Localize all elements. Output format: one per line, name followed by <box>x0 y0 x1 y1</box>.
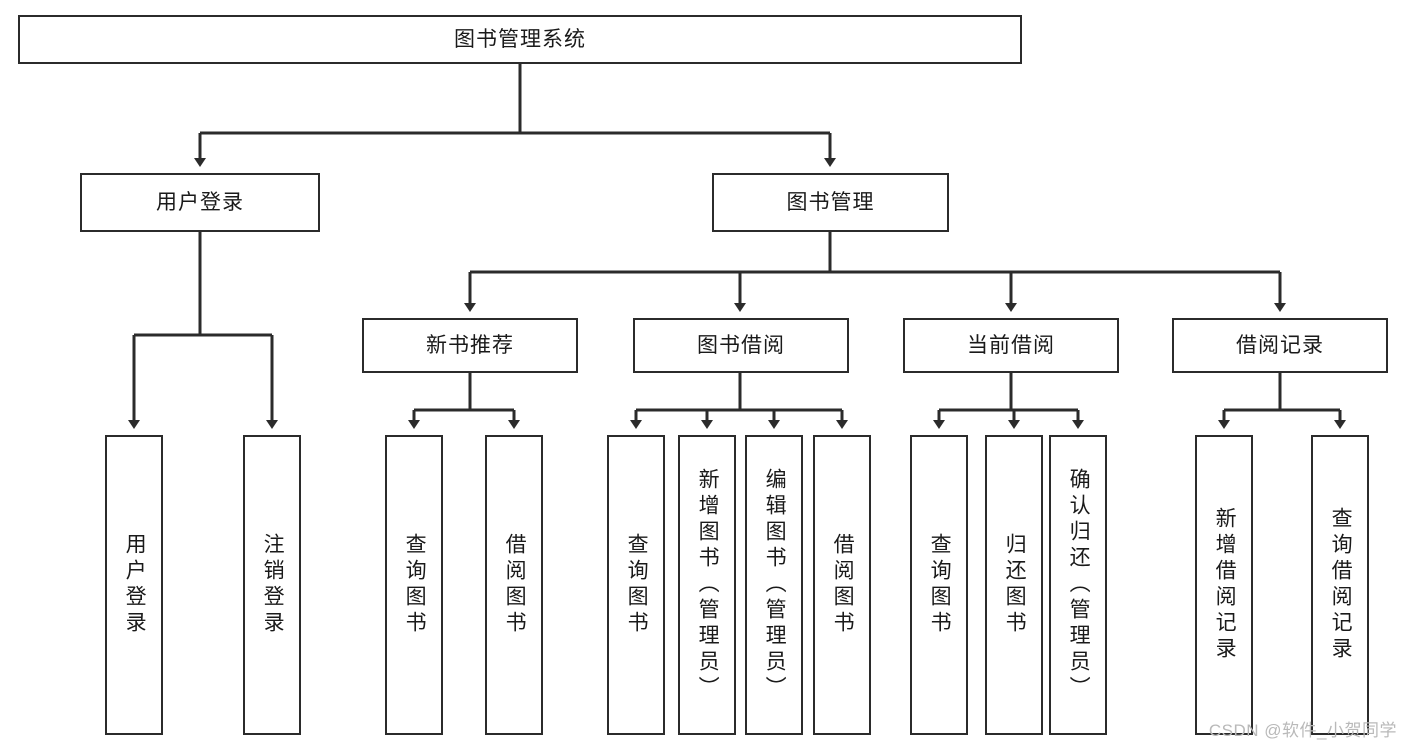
node-user-login-label: 用户登录 <box>156 190 244 214</box>
node-leaf-add-record[interactable]: 新增借阅记录 <box>1195 435 1253 735</box>
node-leaf-query-book-2[interactable]: 查询图书 <box>607 435 665 735</box>
node-root[interactable]: 图书管理系统 <box>18 15 1022 64</box>
node-leaf-query-book-3-label: 查询图书 <box>928 533 952 637</box>
node-book-borrow[interactable]: 图书借阅 <box>633 318 849 373</box>
node-borrow-record-label: 借阅记录 <box>1236 333 1324 357</box>
node-leaf-query-book-1[interactable]: 查询图书 <box>385 435 443 735</box>
node-leaf-query-record-label: 查询借阅记录 <box>1329 507 1353 663</box>
node-book-borrow-label: 图书借阅 <box>697 333 785 357</box>
node-leaf-query-book-2-label: 查询图书 <box>625 533 649 637</box>
node-borrow-record[interactable]: 借阅记录 <box>1172 318 1388 373</box>
node-leaf-user-login[interactable]: 用户登录 <box>105 435 163 735</box>
node-leaf-confirm-return-label: 确认归还（管理员） <box>1067 468 1091 702</box>
node-leaf-add-record-label: 新增借阅记录 <box>1213 507 1237 663</box>
node-leaf-borrow-book-2-label: 借阅图书 <box>831 533 855 637</box>
watermark-text: CSDN @软件_小贺同学 <box>1208 721 1397 740</box>
node-leaf-edit-book-label: 编辑图书（管理员） <box>763 468 787 702</box>
node-leaf-user-login-label: 用户登录 <box>123 533 147 637</box>
node-current-borrow[interactable]: 当前借阅 <box>903 318 1119 373</box>
node-new-book-recommend[interactable]: 新书推荐 <box>362 318 578 373</box>
node-new-book-recommend-label: 新书推荐 <box>426 333 514 357</box>
node-leaf-user-logout[interactable]: 注销登录 <box>243 435 301 735</box>
node-leaf-user-logout-label: 注销登录 <box>261 533 285 637</box>
node-root-label: 图书管理系统 <box>454 27 586 51</box>
node-leaf-borrow-book-1-label: 借阅图书 <box>503 533 527 637</box>
node-leaf-add-book-label: 新增图书（管理员） <box>696 468 720 702</box>
node-leaf-borrow-book-1[interactable]: 借阅图书 <box>485 435 543 735</box>
node-leaf-query-book-3[interactable]: 查询图书 <box>910 435 968 735</box>
node-leaf-confirm-return[interactable]: 确认归还（管理员） <box>1049 435 1107 735</box>
node-leaf-add-book[interactable]: 新增图书（管理员） <box>678 435 736 735</box>
node-leaf-borrow-book-2[interactable]: 借阅图书 <box>813 435 871 735</box>
node-leaf-return-book-label: 归还图书 <box>1003 533 1027 637</box>
node-leaf-query-book-1-label: 查询图书 <box>403 533 427 637</box>
node-leaf-return-book[interactable]: 归还图书 <box>985 435 1043 735</box>
node-user-login[interactable]: 用户登录 <box>80 173 320 232</box>
node-book-manage-label: 图书管理 <box>786 190 875 214</box>
node-leaf-edit-book[interactable]: 编辑图书（管理员） <box>745 435 803 735</box>
node-leaf-query-record[interactable]: 查询借阅记录 <box>1311 435 1369 735</box>
node-current-borrow-label: 当前借阅 <box>967 333 1055 357</box>
node-book-manage[interactable]: 图书管理 <box>712 173 949 232</box>
